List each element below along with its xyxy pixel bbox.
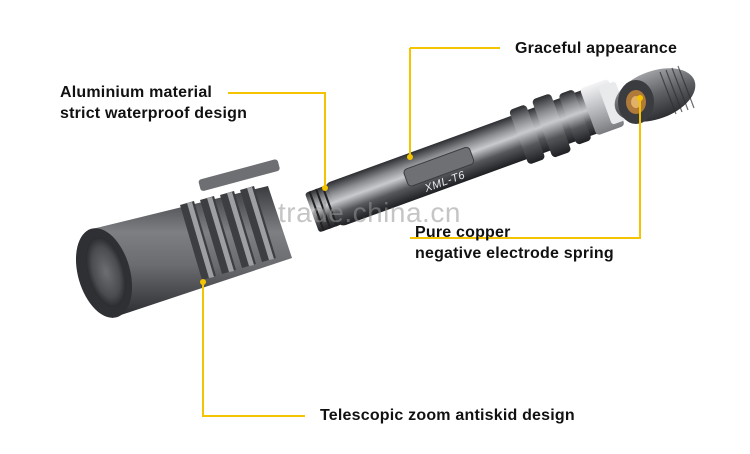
callout-material-line1: Aluminium material <box>60 84 213 101</box>
callout-spring-line1: Pure copper <box>415 224 511 241</box>
tail-cap <box>614 65 696 124</box>
callout-appearance: Graceful appearance <box>515 40 678 57</box>
head <box>75 159 292 318</box>
callout-spring-line2: negative electrode spring <box>415 245 614 262</box>
callout-material-line2: strict waterproof design <box>60 105 248 122</box>
body-tube <box>305 79 629 232</box>
watermark: trade.china.cn <box>278 197 461 228</box>
leader-lines <box>202 47 641 417</box>
callout-zoom: Telescopic zoom antiskid design <box>320 407 575 424</box>
